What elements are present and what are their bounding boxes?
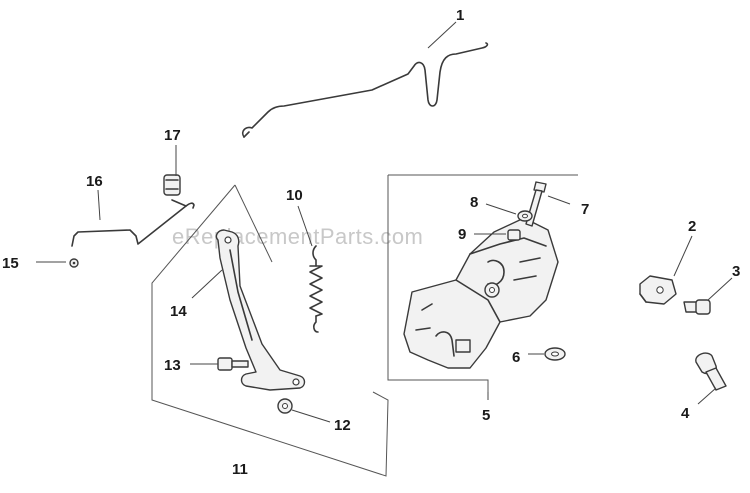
callout-13: 13 — [164, 357, 181, 374]
callout-7: 7 — [581, 201, 589, 218]
part-7-screw[interactable] — [525, 181, 547, 227]
part-4-bolt[interactable] — [695, 352, 727, 391]
leader-3 — [707, 277, 733, 301]
watermark-text: eReplacementParts.com — [172, 224, 423, 249]
callout-5: 5 — [482, 407, 490, 424]
part-11-frame — [151, 184, 389, 477]
part-13-screw[interactable] — [217, 357, 249, 371]
callout-6: 6 — [512, 349, 520, 366]
leader-8 — [485, 203, 517, 215]
part-15-nut[interactable] — [69, 258, 79, 268]
callout-12: 12 — [334, 417, 351, 434]
leader-4 — [697, 387, 717, 405]
leader-16 — [97, 189, 101, 221]
callout-15: 15 — [2, 255, 19, 272]
leader-7 — [547, 195, 571, 205]
callout-3: 3 — [732, 263, 740, 280]
part-17-clip[interactable] — [163, 174, 181, 196]
callout-9: 9 — [458, 226, 466, 243]
callout-8: 8 — [470, 194, 478, 211]
callout-16: 16 — [86, 173, 103, 190]
callout-11: 11 — [232, 461, 248, 478]
callout-4: 4 — [681, 405, 690, 422]
leader-2 — [673, 235, 693, 277]
callout-17: 17 — [164, 127, 181, 144]
part-1-link-rod[interactable] — [241, 42, 489, 138]
part-10-spring[interactable] — [309, 245, 323, 333]
part-5-frame — [387, 174, 578, 392]
leader-12 — [291, 409, 331, 423]
part-16-choke-rod[interactable] — [71, 199, 195, 247]
callout-1: 1 — [456, 7, 464, 24]
part-2-bracket[interactable] — [639, 275, 677, 305]
part-3-screw[interactable] — [683, 299, 711, 315]
callout-14: 14 — [170, 303, 187, 320]
part-6-washer[interactable] — [544, 347, 566, 361]
leader-1 — [427, 21, 457, 49]
part-9-spacer[interactable] — [507, 229, 521, 241]
part-5-control-bracket[interactable] — [403, 217, 559, 369]
part-12-nut[interactable] — [277, 398, 293, 414]
callout-10: 10 — [286, 187, 303, 204]
leader-10 — [297, 205, 313, 247]
part-8-washer[interactable] — [517, 210, 533, 222]
leader-14 — [191, 269, 223, 299]
part-14-control-lever[interactable] — [215, 229, 306, 391]
callout-2: 2 — [688, 218, 696, 235]
